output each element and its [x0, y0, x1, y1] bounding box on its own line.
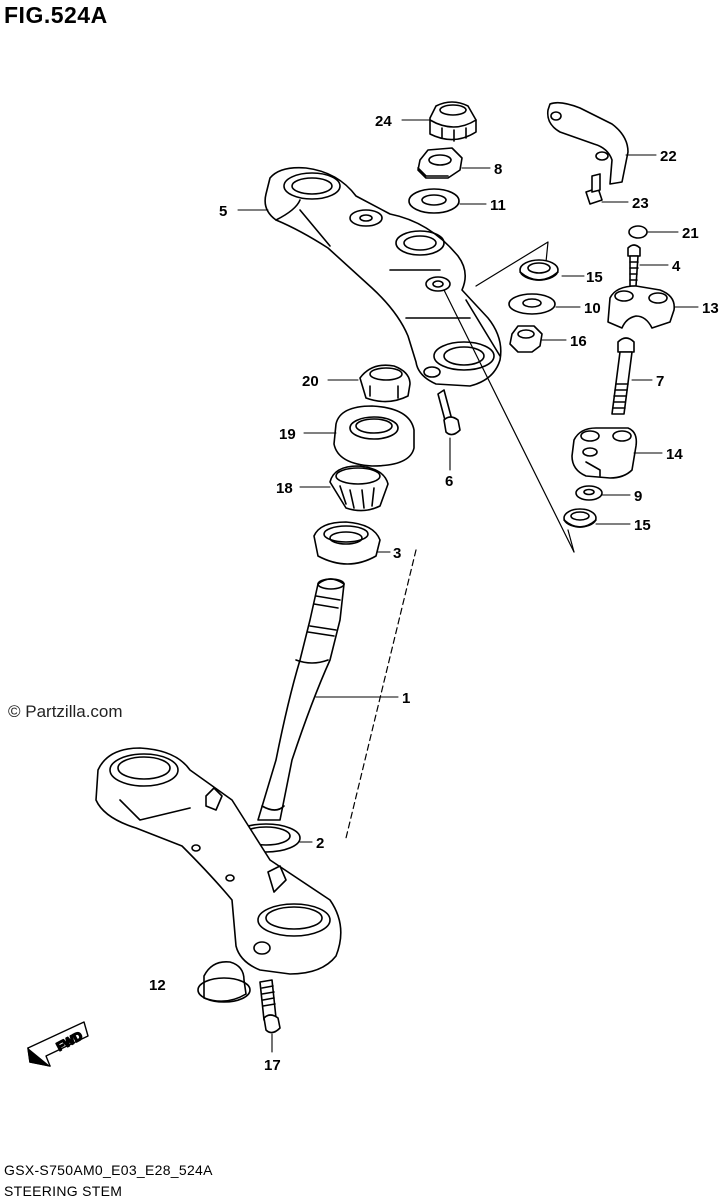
part-6-bolt: [437, 389, 461, 436]
callout-3: 3: [393, 545, 401, 562]
callout-8: 8: [494, 161, 502, 178]
fwd-arrow-icon: FWD: [27, 1021, 89, 1067]
callout-6: 6: [445, 473, 453, 490]
part-19-dust-seal: [333, 405, 415, 467]
lower-bracket: [95, 747, 342, 975]
part-24-cap-nut: [429, 101, 477, 142]
callout-labels: 24 8 11 5 15 10 16 21 4 13 22 23 7 14 9 …: [149, 113, 719, 1074]
footer-code: GSX-S750AM0_E03_E28_524A: [4, 1162, 213, 1178]
part-18-bearing: [329, 465, 389, 512]
part-1-steering-stem: [257, 578, 345, 821]
part-15-bushing-top: [519, 259, 559, 281]
exploded-guide-lines: [345, 241, 575, 839]
callout-20: 20: [302, 373, 319, 390]
callout-15-top: 15: [586, 269, 603, 286]
callout-5: 5: [219, 203, 227, 220]
part-8-nut: [417, 147, 463, 179]
part-10-washer: [508, 293, 556, 315]
part-22-bracket: [546, 101, 629, 185]
callout-14: 14: [666, 446, 683, 463]
part-4-bolt: [627, 244, 641, 287]
callout-11: 11: [490, 197, 506, 214]
part-17-bolt: [259, 979, 281, 1034]
leader-lines: [237, 119, 699, 1053]
callout-15-bottom: 15: [634, 517, 651, 534]
callout-24: 24: [375, 113, 392, 130]
part-13-upper-holder: [607, 285, 676, 329]
callout-10: 10: [584, 300, 601, 317]
part-12-plug: [197, 960, 251, 1003]
figure-title: FIG.524A: [4, 2, 108, 28]
callout-18: 18: [276, 480, 293, 497]
callout-23: 23: [632, 195, 649, 212]
part-9-washer: [575, 485, 603, 501]
part-21-cap: [628, 225, 648, 239]
callout-21: 21: [682, 225, 699, 242]
part-15-bushing-bottom: [563, 508, 597, 528]
part-11-washer: [408, 188, 460, 214]
callout-13: 13: [702, 300, 719, 317]
footer-title: STEERING STEM: [4, 1183, 123, 1199]
part-5-upper-bracket: [264, 166, 502, 387]
callout-4: 4: [672, 258, 681, 275]
part-3-bearing-race: [313, 521, 381, 565]
part-7-long-bolt: [611, 337, 635, 415]
callout-7: 7: [656, 373, 664, 390]
callout-19: 19: [279, 426, 296, 443]
part-23-bolt: [585, 173, 603, 205]
part-20-lock-nut: [359, 364, 411, 403]
callout-9: 9: [634, 488, 642, 505]
callout-17: 17: [264, 1057, 281, 1074]
callout-16: 16: [570, 333, 587, 350]
callout-1: 1: [402, 690, 410, 707]
part-16-nut: [509, 325, 543, 353]
callout-2: 2: [316, 835, 324, 852]
watermark: © Partzilla.com: [8, 702, 123, 721]
part-14-lower-holder: [571, 427, 638, 479]
callout-22: 22: [660, 148, 677, 165]
callout-12: 12: [149, 977, 166, 994]
